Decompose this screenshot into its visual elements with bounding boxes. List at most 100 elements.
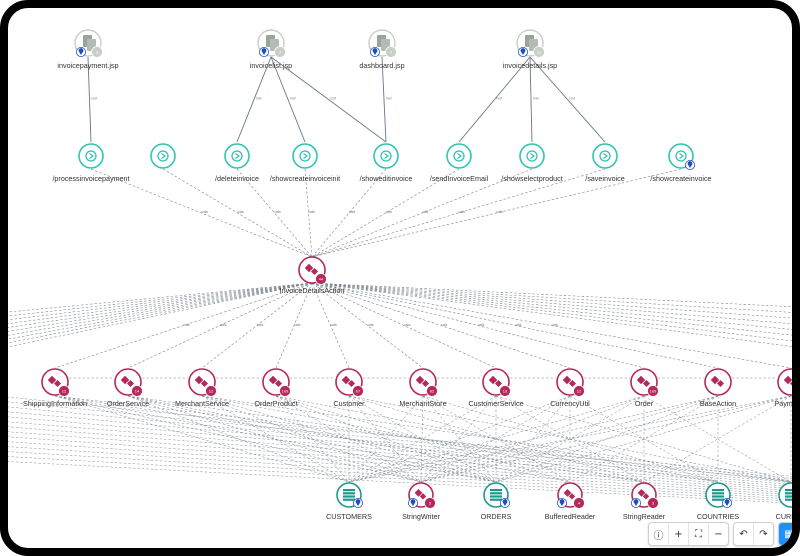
class-icon — [488, 375, 503, 388]
action-node[interactable]: /processinvoicepayment — [52, 143, 130, 183]
dependency-edge — [348, 395, 571, 483]
db-table-node[interactable]: CURREN — [776, 482, 800, 521]
call-edge — [127, 282, 313, 369]
dependency-edge — [348, 395, 497, 483]
dependency-edge — [8, 451, 792, 500]
db-table-node[interactable]: COUNTRIES — [697, 482, 740, 521]
action-node[interactable]: /showeditinvoice — [360, 143, 413, 183]
action-node[interactable]: /sendInvoiceEmail — [430, 143, 489, 183]
zoom-out-button[interactable]: − — [714, 528, 723, 540]
dependency-edge — [348, 395, 719, 483]
svg-text:4: 4 — [578, 501, 581, 506]
action-endpoint-icon — [157, 150, 169, 162]
call-edge — [311, 168, 606, 258]
database-table-icon — [785, 489, 792, 501]
action-node[interactable]: /deleteinvoice — [215, 143, 259, 183]
count-badge: 13 — [499, 385, 511, 397]
class-icon — [304, 263, 319, 276]
call-edge — [311, 282, 497, 369]
db-table-node[interactable]: ORDERS — [481, 482, 512, 521]
count-badge: 44 — [315, 273, 327, 285]
location-pin-icon — [76, 47, 87, 58]
count-badge: 109 — [279, 385, 291, 397]
dependency-edge — [275, 395, 571, 483]
count-badge: 3 — [274, 46, 286, 58]
call-edge — [311, 282, 792, 307]
jsp-link-edge — [236, 56, 272, 143]
class-icon — [562, 375, 577, 388]
jsp-link-edge-label: href — [92, 97, 98, 101]
action-node[interactable]: /showcreateinvoiceinit — [270, 143, 340, 183]
undo-button[interactable]: ↶ — [734, 523, 754, 545]
jsp-node-label: dashboard.jsp — [359, 61, 404, 70]
db-table-label: CUSTOMERS — [326, 512, 372, 521]
class-node-label: Customer — [333, 399, 365, 408]
call-edge-label: calls — [202, 210, 209, 214]
class-icon — [414, 488, 427, 500]
call-edge — [311, 282, 792, 330]
action-node-label: /saveinvoice — [585, 174, 625, 183]
call-edge — [8, 282, 313, 344]
dependency-edge — [201, 395, 350, 483]
action-endpoint-icon — [675, 150, 687, 162]
fit-to-screen-button[interactable]: ⛶ — [689, 523, 709, 545]
call-edge — [8, 282, 313, 317]
db-table-node[interactable]: CUSTOMERS — [326, 482, 372, 521]
call-edge — [8, 282, 313, 340]
action-node[interactable]: /saveinvoice — [585, 143, 625, 183]
class-icon — [637, 488, 650, 500]
dependency-edge — [8, 401, 792, 479]
location-pin-icon — [685, 159, 696, 170]
action-node[interactable]: /showselectproduct — [501, 143, 563, 183]
dependency-edge — [420, 395, 424, 483]
zoom-in-button[interactable]: + — [669, 523, 689, 545]
location-pin-icon — [258, 47, 269, 58]
info-icon[interactable]: ⓘ — [649, 523, 669, 545]
class-icon — [415, 375, 430, 388]
svg-text:3: 3 — [279, 50, 282, 55]
action-node[interactable] — [150, 143, 176, 169]
dependency-edge — [275, 395, 422, 483]
call-edge-label: calls — [515, 323, 522, 327]
dependency-edge — [348, 395, 497, 483]
call-edge — [90, 168, 313, 258]
action-node[interactable]: /showcreateinvoice — [650, 143, 712, 183]
jsp-node[interactable]: 2 dashboard.jsp — [359, 29, 405, 70]
count-badge: 2 — [385, 46, 397, 58]
call-edge — [8, 282, 313, 324]
class-node[interactable]: BaseAction — [700, 368, 736, 408]
layout-toggle-button[interactable]: ▦ — [779, 523, 792, 545]
call-edge — [311, 282, 792, 347]
jsp-link-edge — [87, 56, 92, 143]
redo-button[interactable]: ↷ — [759, 528, 768, 540]
class-node[interactable]: PaymentS — [774, 368, 800, 408]
center-node-label: InvoiceDetailsAction — [280, 286, 345, 295]
class-node-label: StringWriter — [402, 512, 440, 521]
call-edge — [162, 168, 313, 258]
call-edge — [311, 282, 792, 342]
svg-text:62: 62 — [430, 389, 435, 394]
dependency-edge — [54, 395, 497, 483]
dependency-edge — [420, 395, 497, 483]
call-edge-label: calls — [238, 210, 245, 214]
svg-text:2: 2 — [96, 50, 99, 55]
dependency-edge — [422, 395, 719, 483]
